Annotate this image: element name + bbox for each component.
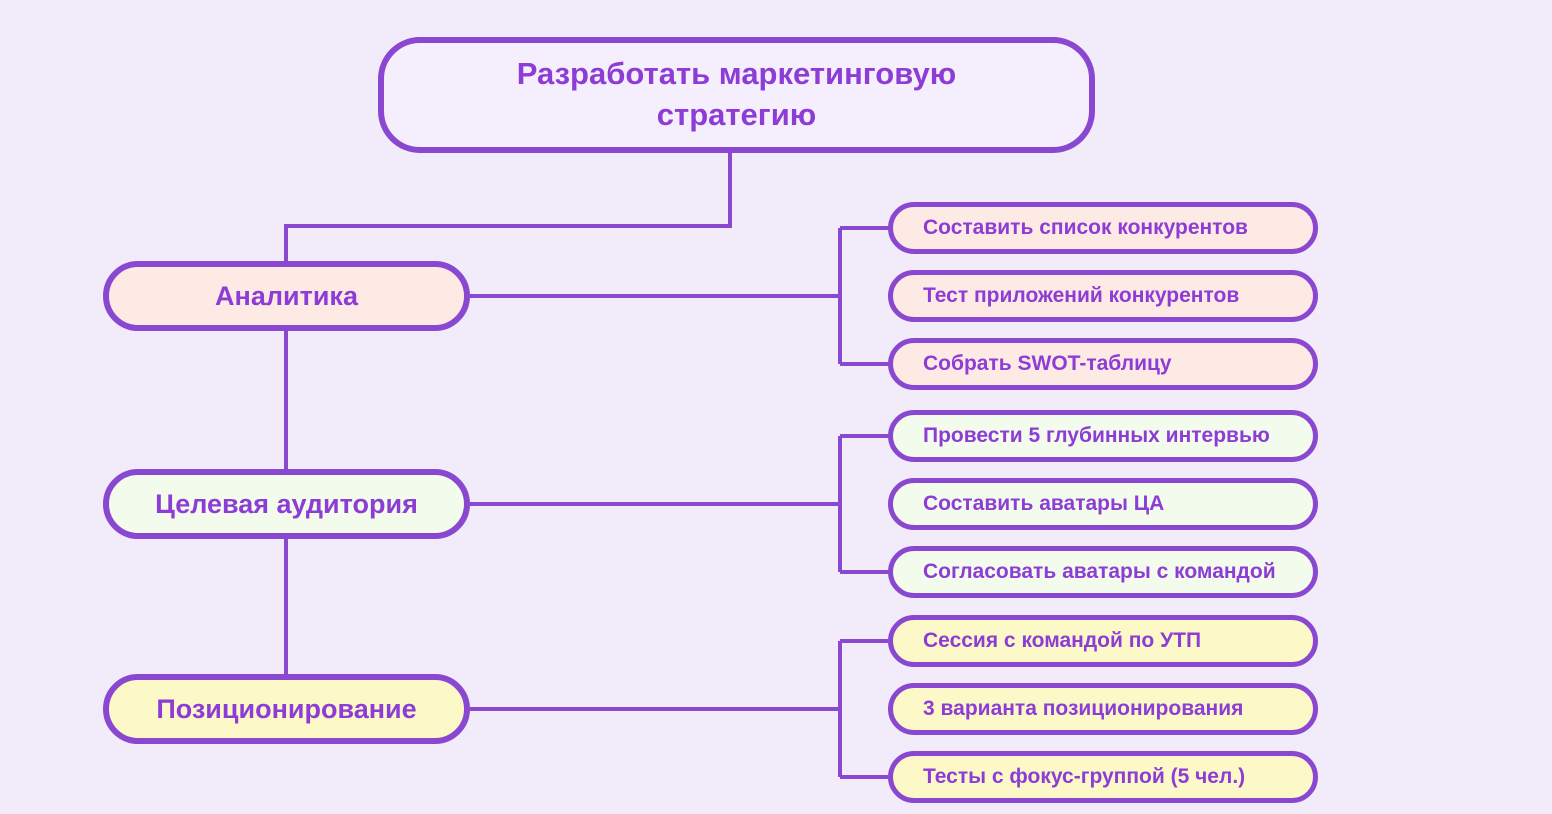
branch-node-target-audience[interactable]: Целевая аудитория [103, 469, 470, 539]
leaf-node[interactable]: Составить список конкурентов [888, 202, 1318, 254]
branch-node-label: Аналитика [215, 280, 358, 311]
leaf-node[interactable]: 3 варианта позиционирования [888, 683, 1318, 735]
leaf-node[interactable]: Составить аватары ЦА [888, 478, 1318, 530]
leaf-node-label: Тест приложений конкурентов [923, 284, 1240, 307]
leaf-node[interactable]: Провести 5 глубинных интервью [888, 410, 1318, 462]
leaf-node-label: Тесты с фокус-группой (5 чел.) [923, 765, 1246, 788]
leaf-node[interactable]: Тесты с фокус-группой (5 чел.) [888, 751, 1318, 803]
branch-node-label: Целевая аудитория [155, 488, 418, 519]
leaf-node[interactable]: Собрать SWOT-таблицу [888, 338, 1318, 390]
leaf-node-label: Сессия с командой по УТП [923, 629, 1202, 652]
root-node-label: Разработать маркетинговую стратегию [516, 56, 957, 132]
leaf-node[interactable]: Согласовать аватары с командой [888, 546, 1318, 598]
leaf-node[interactable]: Тест приложений конкурентов [888, 270, 1318, 322]
leaf-node[interactable]: Сессия с командой по УТП [888, 615, 1318, 667]
connector-root-to-branch-1 [284, 153, 732, 261]
branch-node-analytics[interactable]: Аналитика [103, 261, 470, 331]
root-node[interactable]: Разработать маркетинговую стратегию [378, 37, 1095, 153]
leaf-node-label: Согласовать аватары с командой [923, 560, 1276, 583]
leaf-node-label: Составить список конкурентов [923, 216, 1248, 239]
leaf-node-label: Собрать SWOT-таблицу [923, 352, 1172, 375]
leaf-node-label: Провести 5 глубинных интервью [923, 424, 1270, 447]
branch-node-positioning[interactable]: Позиционирование [103, 674, 470, 744]
leaf-node-label: 3 варианта позиционирования [923, 697, 1244, 720]
branch-node-label: Позиционирование [156, 693, 417, 724]
leaf-node-label: Составить аватары ЦА [923, 492, 1165, 515]
